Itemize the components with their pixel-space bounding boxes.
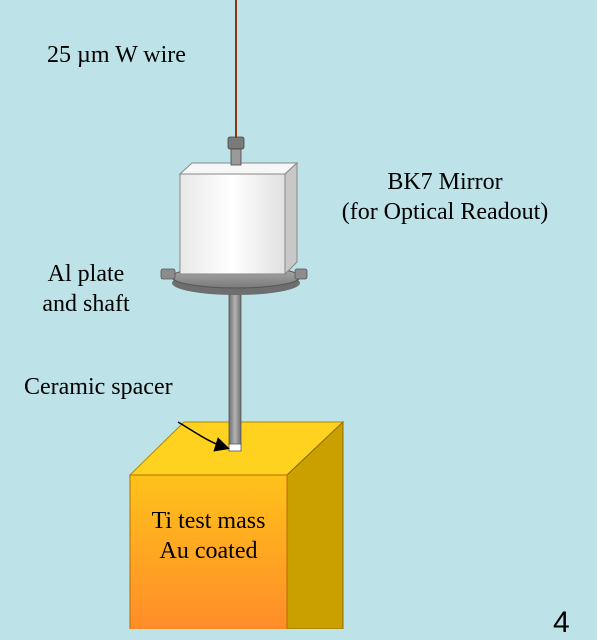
plate-label-line1: Al plate [47,261,125,287]
test-mass-cube [128,420,345,629]
test-mass-front-face [129,474,288,629]
mirror-front-face [179,173,286,275]
mirror-label-line2: (for Optical Readout) [341,199,549,225]
plate-label: Al plate and shaft [16,259,156,319]
test-mass-label: Ti test mass Au coated [130,506,287,566]
test-mass-label-line1: Ti test mass [151,508,266,534]
mirror-label: BK7 Mirror (for Optical Readout) [300,167,590,227]
wire-label: 25 µm W wire [47,42,186,68]
mirror-label-line1: BK7 Mirror [387,169,503,195]
page-number: 4 [553,606,570,639]
test-mass-label-line2: Au coated [159,538,258,564]
wire-clamp [227,136,245,166]
bk7-mirror [178,161,299,276]
ceramic-spacer [228,443,242,452]
spacer-label: Ceramic spacer [24,374,173,400]
plate-label-line2: and shaft [42,291,130,317]
al-shaft [228,291,242,446]
mirror-side-face [284,161,298,276]
spacer-pointer-arrow [177,421,230,452]
